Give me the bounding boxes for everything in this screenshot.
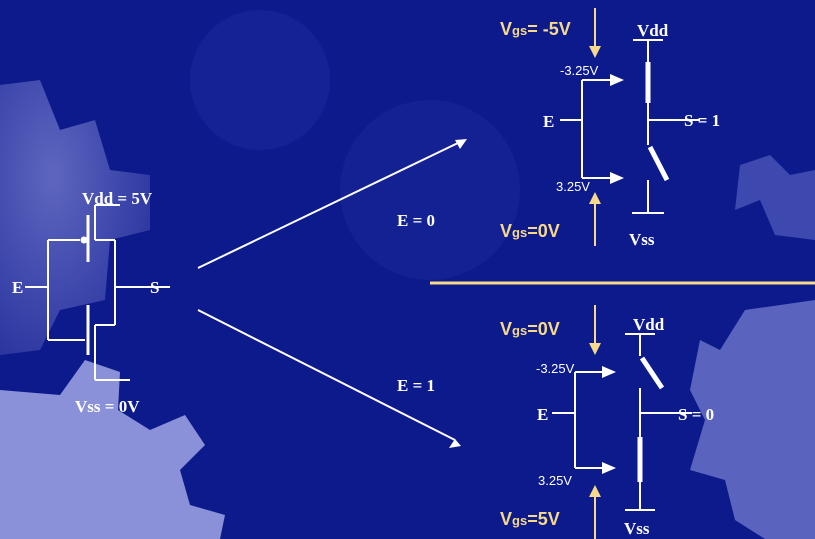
case-e1-vdd-label: Vdd	[633, 315, 665, 334]
case-e0-output-label: S = 1	[684, 111, 721, 130]
gear-bottom-left-icon	[0, 360, 225, 539]
gate-arrow-top-icon	[610, 74, 624, 86]
cmos-inverter	[25, 204, 170, 381]
cmos-vss-label: Vss = 0V	[75, 397, 140, 416]
arrow-to-case-e1	[197, 309, 461, 448]
vgs-arrow-up-icon	[589, 192, 601, 204]
vgs-arrow-down-icon	[589, 343, 601, 355]
case-e1-vss-label: Vss	[624, 519, 650, 538]
gate-arrow-bottom-icon	[602, 462, 616, 474]
case-e0-input-label: E	[543, 112, 555, 131]
case-e1-output-label: S = 0	[678, 405, 715, 424]
vgs-arrow-down-icon	[589, 46, 601, 58]
case-e1-vgs-top: Vgs=0V	[500, 319, 560, 339]
arrow-to-case-e0	[197, 139, 467, 269]
case-e1-gate-bottom-voltage: 3.25V	[538, 473, 572, 488]
vgs-arrow-up-icon	[589, 485, 601, 497]
case-e0-vgs-top: Vgs= -5V	[500, 19, 571, 39]
gear-right-icon	[690, 155, 815, 539]
gear-top-icon	[190, 10, 520, 280]
case-e0-vdd-label: Vdd	[637, 21, 669, 40]
case-e1-input-label: E	[537, 405, 549, 424]
case-e1-circuit	[552, 333, 692, 511]
case-e0-condition: E = 0	[397, 211, 436, 230]
case-e1-condition: E = 1	[397, 376, 436, 395]
gate-arrow-top-icon	[602, 366, 616, 378]
case-e0-circuit	[560, 39, 700, 214]
pmos-bubble-icon	[80, 236, 88, 244]
gate-arrow-bottom-icon	[610, 172, 624, 184]
case-e1-gate-top-voltage: -3.25V	[536, 361, 575, 376]
cmos-vdd-label: Vdd = 5V	[82, 189, 153, 208]
case-e0-gate-top-voltage: -3.25V	[560, 63, 599, 78]
case-e0-vss-label: Vss	[629, 230, 655, 249]
case-e1-vgs-bottom: Vgs=5V	[500, 509, 560, 529]
case-e0-vgs-bottom: Vgs=0V	[500, 221, 560, 241]
case-e0-gate-bottom-voltage: 3.25V	[556, 179, 590, 194]
cmos-input-label: E	[12, 278, 24, 297]
cmos-output-label: S	[150, 278, 160, 297]
